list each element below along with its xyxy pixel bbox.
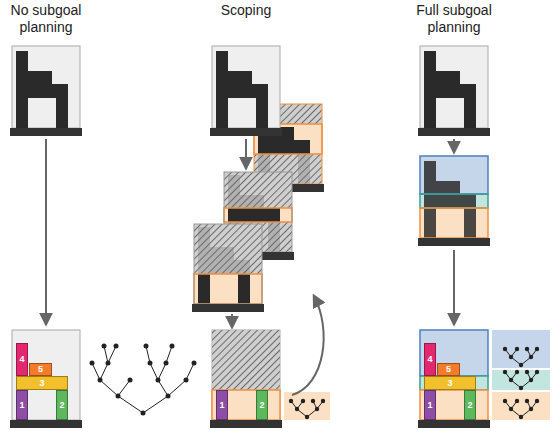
result-panel bbox=[212, 330, 280, 420]
numbered-block: 4 bbox=[16, 343, 28, 376]
subgoal-outline bbox=[420, 156, 488, 194]
flow-arrow bbox=[231, 314, 233, 327]
flow-arrow bbox=[245, 139, 247, 168]
numbered-block: 2 bbox=[256, 390, 268, 420]
block-number: 3 bbox=[39, 379, 44, 388]
scope-card bbox=[192, 224, 264, 312]
scope-outline bbox=[212, 390, 280, 420]
block-number: 4 bbox=[427, 355, 432, 364]
numbered-block: 1 bbox=[16, 390, 28, 420]
numbered-block: 3 bbox=[424, 376, 476, 390]
result-structure bbox=[418, 330, 490, 428]
block-number: 1 bbox=[427, 401, 432, 410]
column-title: Scoping bbox=[196, 2, 296, 19]
block-number: 2 bbox=[259, 401, 264, 410]
hatched-region bbox=[194, 224, 262, 274]
scope-outline bbox=[194, 274, 262, 304]
block-number: 4 bbox=[19, 355, 24, 364]
card-outline bbox=[194, 224, 262, 304]
subgoal-band bbox=[420, 376, 488, 390]
numbered-block: 1 bbox=[424, 390, 436, 420]
numbered-block: 4 bbox=[424, 343, 436, 376]
search-tree bbox=[503, 347, 539, 367]
tree-background bbox=[492, 370, 550, 390]
loop-arrow bbox=[292, 296, 324, 395]
numbered-block: 5 bbox=[437, 363, 460, 376]
block-number: 2 bbox=[59, 401, 64, 410]
tree-background bbox=[492, 330, 550, 368]
result-structure bbox=[10, 330, 82, 428]
target-silhouette bbox=[16, 51, 68, 128]
ground bbox=[210, 128, 282, 136]
block-number: 1 bbox=[219, 401, 224, 410]
block-number: 5 bbox=[38, 365, 43, 374]
numbered-block: 1 bbox=[216, 390, 228, 420]
target-structure bbox=[10, 46, 82, 136]
target-silhouette bbox=[424, 161, 476, 238]
block-number: 5 bbox=[446, 365, 451, 374]
target-panel bbox=[12, 46, 80, 128]
numbered-block: 2 bbox=[56, 390, 68, 420]
search-tree bbox=[503, 399, 539, 419]
ground bbox=[10, 420, 82, 428]
ground bbox=[418, 238, 490, 246]
block-number: 2 bbox=[467, 401, 472, 410]
target-silhouette bbox=[424, 51, 476, 128]
hatched-region bbox=[224, 172, 292, 208]
numbered-block: 2 bbox=[464, 390, 476, 420]
search-tree bbox=[503, 370, 539, 390]
scope-band bbox=[212, 390, 280, 420]
target-structure bbox=[210, 46, 282, 136]
column-title: No subgoal planning bbox=[0, 2, 92, 36]
target-structure bbox=[418, 46, 490, 136]
target-panel bbox=[212, 46, 280, 128]
numbered-block: 5 bbox=[29, 363, 52, 376]
ground bbox=[210, 420, 282, 428]
subgoal-outline bbox=[420, 194, 488, 208]
block-number: 3 bbox=[447, 379, 452, 388]
flow-arrow bbox=[453, 250, 455, 324]
numbered-block: 3 bbox=[16, 376, 68, 390]
tree-nodes bbox=[90, 344, 197, 416]
hatched-region bbox=[212, 330, 280, 390]
tree-background bbox=[492, 392, 550, 420]
subgoal-band bbox=[420, 330, 488, 376]
card-panel bbox=[194, 224, 262, 304]
scope-outline bbox=[224, 208, 292, 222]
tree-background bbox=[284, 392, 330, 420]
subgoal-outline bbox=[420, 208, 488, 238]
subgoal-decomposition bbox=[418, 156, 490, 246]
subgoal-band bbox=[420, 390, 488, 420]
ground bbox=[418, 420, 490, 428]
result-panel bbox=[12, 330, 80, 420]
ground bbox=[10, 128, 82, 136]
flow-arrow bbox=[453, 139, 455, 152]
search-tree bbox=[90, 344, 197, 416]
flow-arrow bbox=[45, 139, 47, 324]
column-title: Full subgoal planning bbox=[404, 2, 504, 36]
block-number: 1 bbox=[19, 401, 24, 410]
target-silhouette bbox=[216, 51, 268, 128]
tree-branches bbox=[92, 346, 194, 413]
result-structure bbox=[210, 330, 282, 428]
search-tree bbox=[289, 399, 325, 419]
ground bbox=[192, 304, 264, 312]
target-panel bbox=[420, 46, 488, 128]
ground bbox=[418, 128, 490, 136]
